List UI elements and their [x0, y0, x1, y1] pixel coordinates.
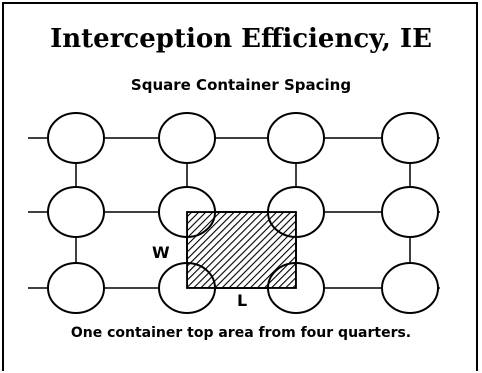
container-circle-r2c1	[47, 186, 105, 238]
container-circle-r1c2	[158, 112, 216, 164]
container-circle-r3c1	[47, 262, 105, 314]
unit-cell-border	[186, 211, 297, 289]
container-circle-r1c3	[267, 112, 325, 164]
slide-caption: One container top area from four quarter…	[70, 325, 412, 341]
shaded-unit-cell	[186, 211, 297, 289]
length-label: L	[237, 291, 248, 310]
width-label: W	[152, 243, 170, 262]
container-circle-r1c1	[47, 112, 105, 164]
slide-frame-top	[2, 2, 478, 4]
slide-frame-left	[2, 2, 4, 371]
container-circle-r3c4	[381, 262, 439, 314]
slide-frame-right	[476, 2, 478, 371]
container-circle-r1c4	[381, 112, 439, 164]
slide-subtitle: Square Container Spacing	[130, 76, 352, 94]
container-circle-r2c4	[381, 186, 439, 238]
slide-title: Interception Efficiency, IE	[50, 24, 432, 54]
